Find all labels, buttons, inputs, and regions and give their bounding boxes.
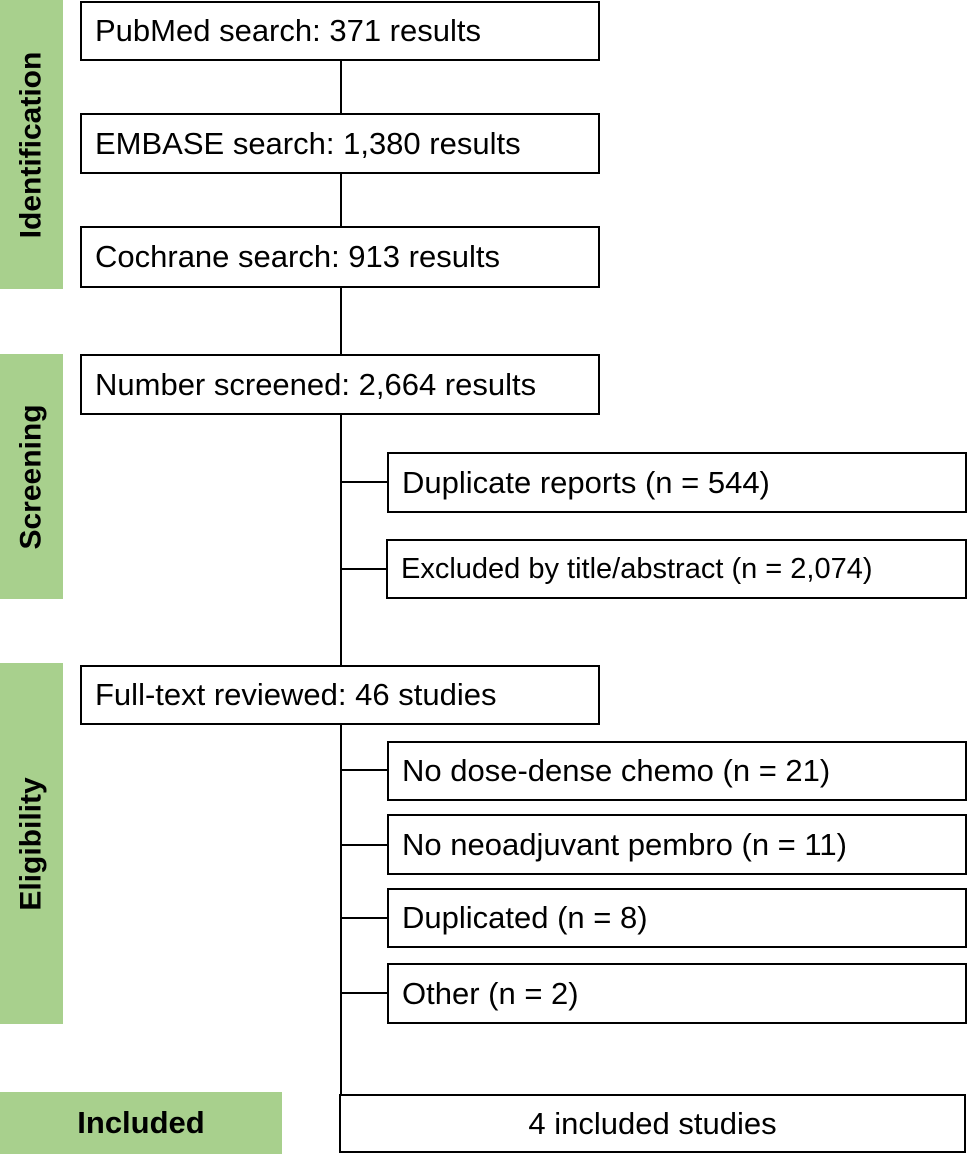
stage-eligibility-label: Eligibility [14, 776, 48, 911]
embase-search-box: EMBASE search: 1,380 results [80, 113, 600, 174]
pubmed-search-box: PubMed search: 371 results [80, 1, 600, 61]
number-screened-box: Number screened: 2,664 results [80, 354, 600, 415]
stage-included-label: Included [77, 1105, 205, 1140]
stage-identification-label: Identification [14, 51, 48, 238]
cochrane-search-text: Cochrane search: 913 results [95, 239, 500, 274]
number-screened-text: Number screened: 2,664 results [95, 366, 537, 402]
other-text: Other (n = 2) [402, 975, 579, 1011]
no-neoadjuvant-pembro-box: No neoadjuvant pembro (n = 11) [387, 814, 967, 875]
connector-main-top [340, 60, 342, 355]
connector-branch-duplicated [340, 917, 389, 919]
pubmed-search-text: PubMed search: 371 results [95, 13, 481, 48]
connector-branch-neoadjuvant [340, 844, 389, 846]
duplicate-reports-box: Duplicate reports (n = 544) [387, 452, 967, 513]
excluded-title-abstract-box: Excluded by title/abstract (n = 2,074) [386, 539, 967, 599]
stage-eligibility: Eligibility [0, 663, 63, 1024]
connector-branch-other [340, 992, 389, 994]
duplicated-text: Duplicated (n = 8) [402, 900, 648, 935]
full-text-reviewed-text: Full-text reviewed: 46 studies [95, 677, 497, 712]
embase-search-text: EMBASE search: 1,380 results [95, 125, 521, 161]
included-studies-text: 4 included studies [528, 1105, 777, 1141]
stage-screening: Screening [0, 354, 63, 599]
cochrane-search-box: Cochrane search: 913 results [80, 226, 600, 288]
duplicated-box: Duplicated (n = 8) [387, 888, 967, 948]
stage-identification: Identification [0, 0, 63, 289]
connector-main-bottom [340, 414, 342, 1096]
stage-included: Included [0, 1092, 282, 1154]
full-text-reviewed-box: Full-text reviewed: 46 studies [80, 665, 600, 725]
no-neoadjuvant-pembro-text: No neoadjuvant pembro (n = 11) [402, 826, 847, 862]
other-box: Other (n = 2) [387, 963, 967, 1024]
included-studies-box: 4 included studies [339, 1094, 966, 1153]
stage-screening-label: Screening [14, 403, 48, 550]
connector-branch-duplicate-reports [340, 481, 389, 483]
excluded-title-abstract-text: Excluded by title/abstract (n = 2,074) [401, 552, 873, 585]
no-dose-dense-chemo-text: No dose-dense chemo (n = 21) [402, 753, 831, 788]
duplicate-reports-text: Duplicate reports (n = 544) [402, 464, 770, 500]
connector-branch-dose-dense [340, 769, 389, 771]
no-dose-dense-chemo-box: No dose-dense chemo (n = 21) [387, 741, 967, 801]
connector-branch-excluded-title [340, 568, 388, 570]
